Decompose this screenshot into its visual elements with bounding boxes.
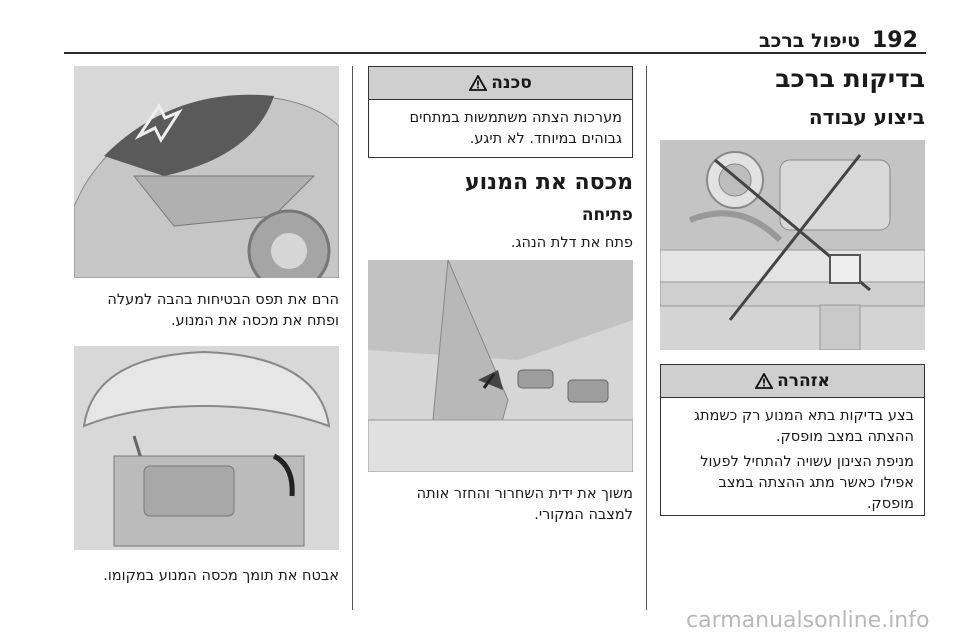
warning-triangle-icon bbox=[755, 373, 774, 389]
column-divider-right bbox=[646, 66, 647, 610]
open-hood-illustration bbox=[74, 346, 339, 550]
danger-box-header: סכנה bbox=[369, 67, 632, 100]
page-number: 192 bbox=[872, 28, 918, 53]
watermark: carmanualsonline.info bbox=[686, 608, 930, 633]
page-section-title: טיפול ברכב bbox=[758, 30, 860, 52]
pull-handle-text: משוך את ידית השחרור והחזר אותה למצבה המק… bbox=[416, 486, 633, 523]
raise-catch-text: הרם את תפס הבטיחות בהבה למעלה ופתח את מכ… bbox=[107, 292, 339, 329]
hood-heading: מכסה את המנוע bbox=[464, 170, 633, 195]
warning-box-header: אזהרה bbox=[661, 365, 924, 398]
car-front-illustration bbox=[74, 66, 339, 278]
warning-paragraph-1: בצע בדיקות בתא המנוע רק כשמתג ההצתה במצב… bbox=[694, 408, 914, 445]
header-rule bbox=[64, 52, 926, 54]
section-subheading: ביצוע עבודה bbox=[808, 105, 925, 129]
warning-box: אזהרה בצע בדיקות בתא המנוע רק כשמתג ההצת… bbox=[660, 364, 925, 516]
danger-text: מערכות הצתה משתמשות במתחים גבוהים במיוחד… bbox=[409, 110, 622, 147]
danger-title: סכנה bbox=[491, 73, 532, 93]
section-heading: בדיקות ברכב bbox=[775, 64, 925, 93]
open-door-text: פתח את דלת הנהג. bbox=[510, 235, 633, 251]
middle-column: מכסה את המנוע פתיחה פתח את דלת הנהג. bbox=[368, 170, 633, 254]
hood-release-figure bbox=[368, 260, 633, 472]
engine-bay-figure bbox=[660, 140, 925, 350]
opening-subheading: פתיחה bbox=[581, 205, 633, 225]
hood-prop-figure bbox=[74, 346, 339, 550]
hood-release-illustration bbox=[368, 260, 633, 472]
warning-triangle-icon bbox=[469, 75, 488, 91]
column-divider-left bbox=[352, 66, 353, 610]
right-column: בדיקות ברכב ביצוע עבודה bbox=[660, 64, 925, 129]
raised-hood-figure bbox=[74, 66, 339, 278]
warning-title: אזהרה bbox=[777, 371, 830, 391]
secure-prop-text: אבטח את תומך מכסה המנוע במקומו. bbox=[103, 568, 339, 584]
engine-bay-illustration bbox=[660, 140, 925, 350]
danger-box: סכנה מערכות הצתה משתמשות במתחים גבוהים ב… bbox=[368, 66, 633, 158]
warning-paragraph-2: מניפת הצינון עשויה להתחיל לפעול אפילו כא… bbox=[700, 454, 914, 512]
